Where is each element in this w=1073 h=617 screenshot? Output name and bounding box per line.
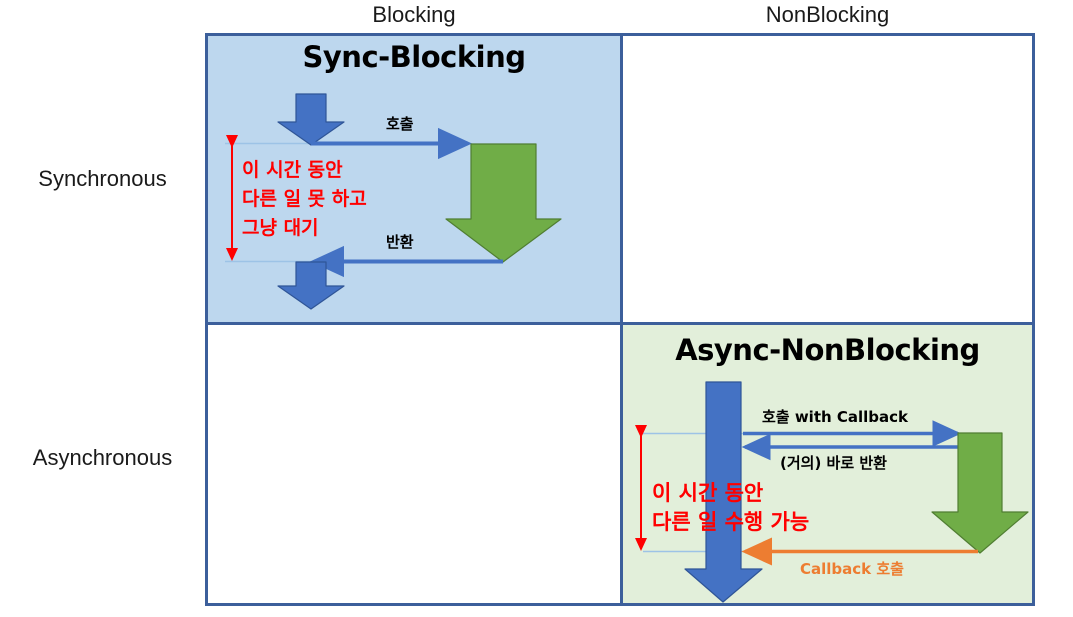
nonblocking-annotation-line-1: 이 시간 동안 (652, 481, 764, 505)
blocking-annotation-line-3: 그냥 대기 (242, 217, 319, 239)
column-header-nonblocking: NonBlocking (765, 2, 890, 27)
call-label-async-nonblocking: 호출 with Callback (762, 408, 909, 426)
callback-label-async-nonblocking: Callback 호출 (800, 560, 904, 578)
quadrant-grid (205, 33, 1035, 606)
quadrant-title-sync-blocking: Sync-Blocking (302, 40, 526, 74)
row-header-synchronous: Synchronous (38, 166, 167, 191)
return-label-sync-blocking: 반환 (386, 233, 414, 251)
cell-async-blocking (205, 322, 623, 606)
blocking-annotation-line-1: 이 시간 동안 (242, 159, 343, 181)
blocking-annotation-line-2: 다른 일 못 하고 (242, 188, 367, 210)
row-header-asynchronous: Asynchronous (32, 445, 173, 470)
call-label-sync-blocking: 호출 (386, 115, 414, 133)
nonblocking-annotation-line-2: 다른 일 수행 가능 (652, 510, 810, 534)
cell-sync-nonblocking (620, 33, 1035, 325)
quadrant-title-async-nonblocking: Async-NonBlocking (675, 333, 980, 367)
column-header-blocking: Blocking (372, 2, 456, 27)
return-label-async-nonblocking: (거의) 바로 반환 (780, 454, 887, 472)
